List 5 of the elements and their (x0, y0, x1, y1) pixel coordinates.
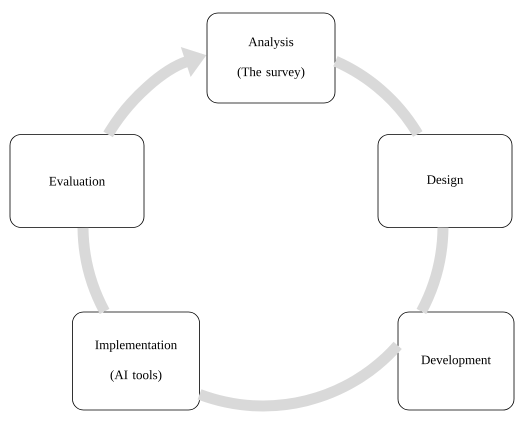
process-box: Analysis (The survey) (206, 12, 336, 104)
process-box: Design (378, 134, 512, 228)
process-box: Implementation (AI tools) (72, 312, 200, 410)
process-box: Evaluation (10, 134, 144, 228)
process-box: Development (398, 312, 514, 410)
